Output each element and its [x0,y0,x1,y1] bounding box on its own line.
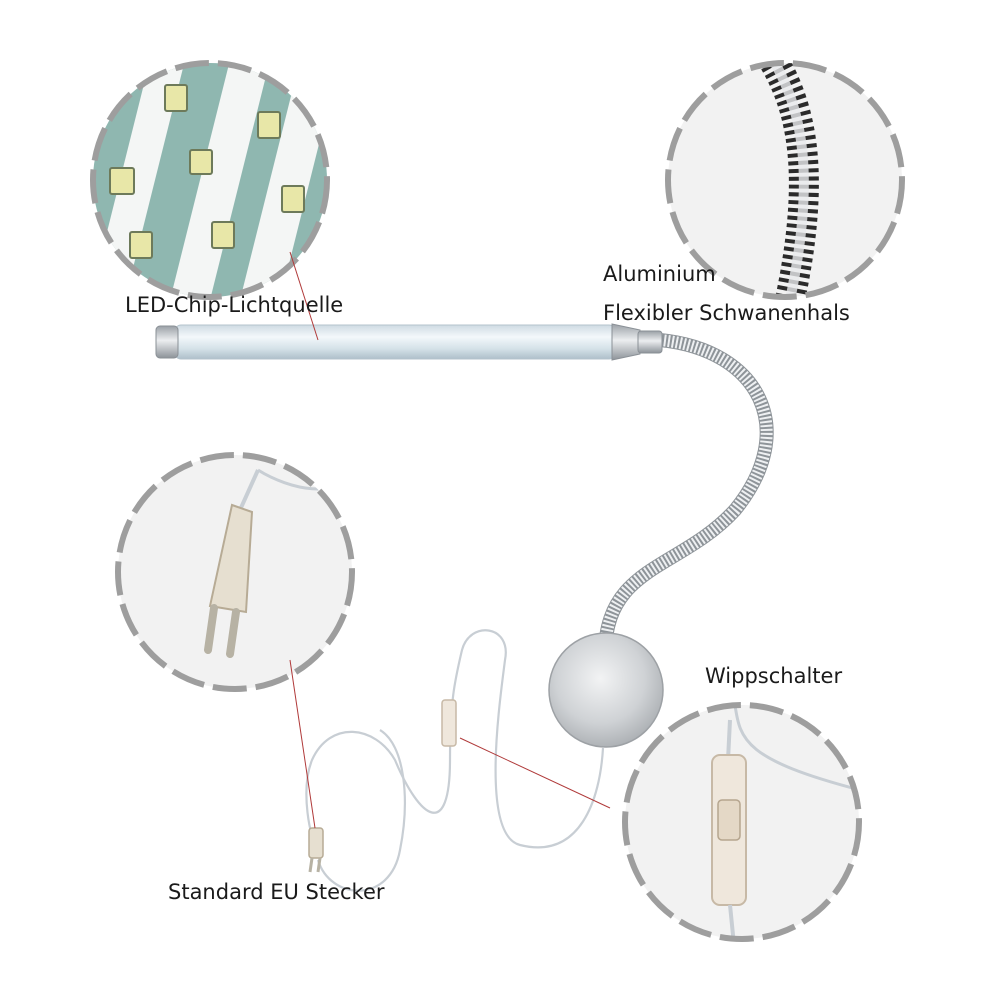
power-cable [305,629,605,892]
led-chip-callout [90,60,330,300]
switch-small-icon [441,699,457,747]
led-chip-icon [109,84,305,259]
eu-plug-callout [115,452,355,692]
label-gooseneck-line1: Aluminium [603,262,716,286]
rocker-switch-callout [622,702,862,942]
led-tube-icon [155,323,663,361]
gooseneck-callout [665,60,905,300]
label-rocker-switch: Wippschalter [705,664,843,688]
label-led-chip: LED-Chip-Lichtquelle [125,293,344,317]
pointer-lines [289,251,611,829]
gooseneck-icon [598,333,774,656]
label-eu-plug: Standard EU Stecker [168,880,385,904]
eu-plug-icon [204,468,352,658]
label-gooseneck-line2: Flexibler Schwanenhals [603,301,850,325]
round-base-icon [548,632,664,748]
inline-switch-icon [711,705,859,939]
plug-small-icon [308,827,324,873]
